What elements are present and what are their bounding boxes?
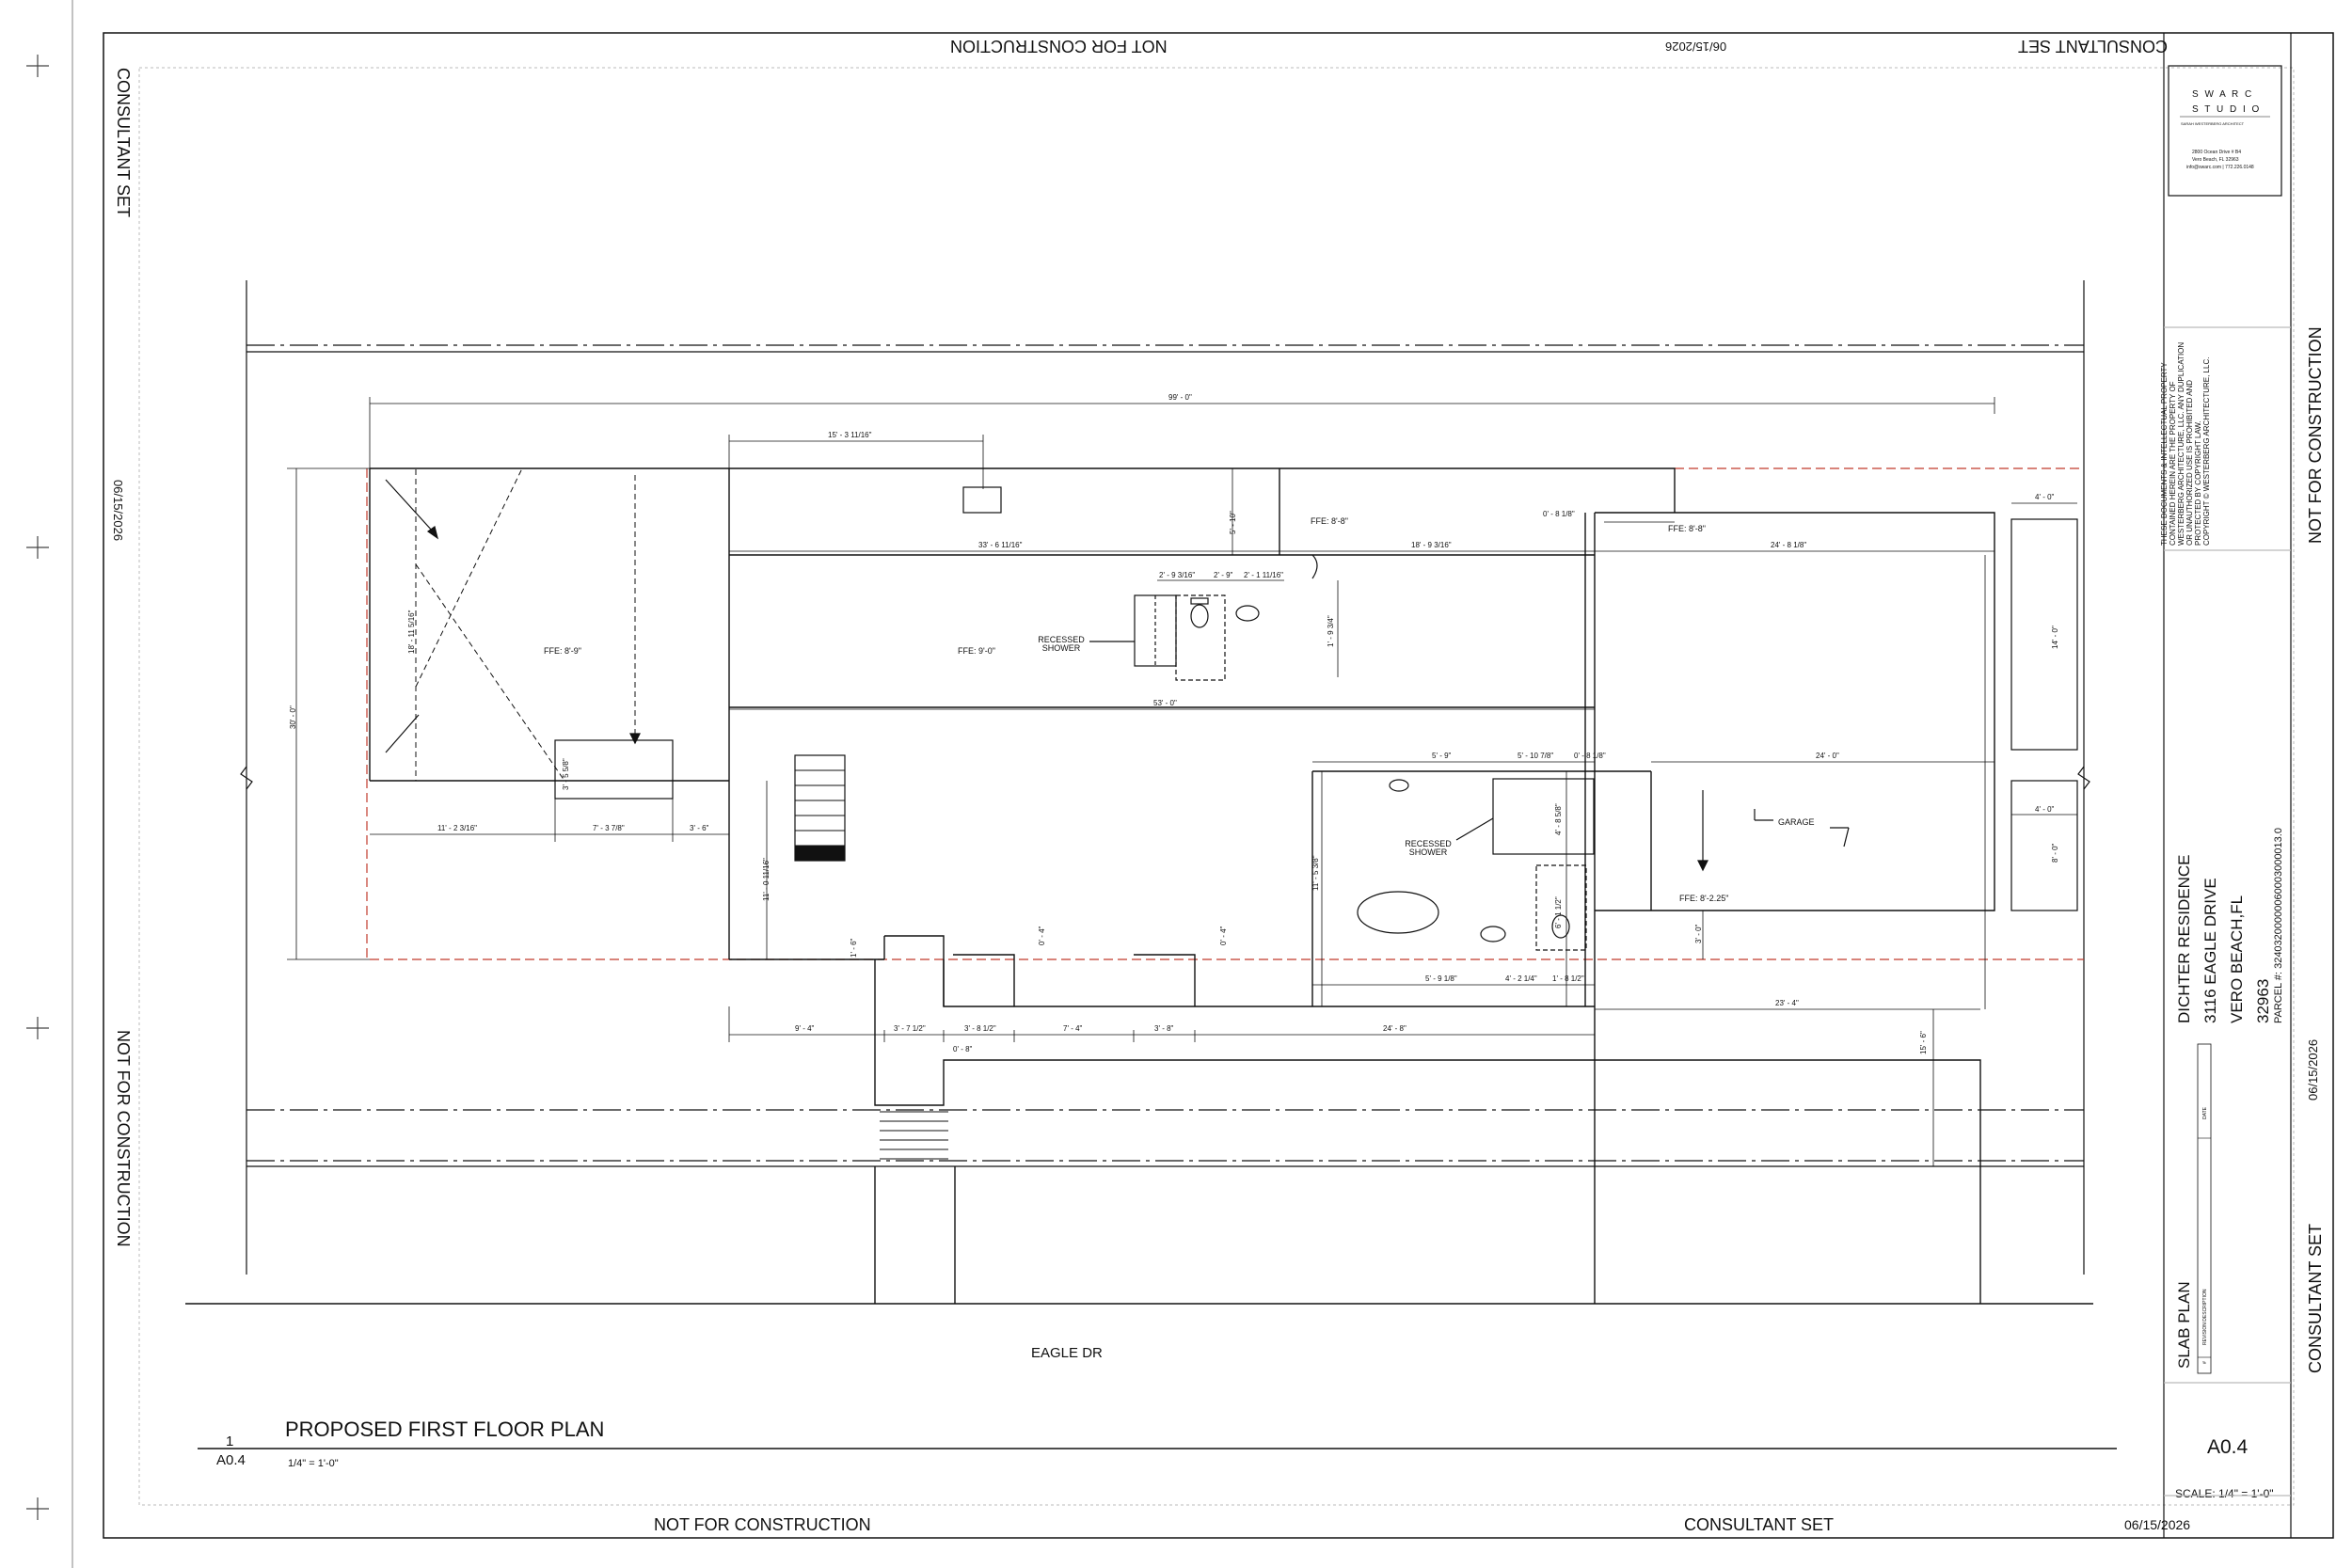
dim-4-0-top: 4' - 0" xyxy=(2035,493,2055,501)
toilet xyxy=(1190,604,1209,628)
lavatory-3 xyxy=(1389,779,1409,792)
studio-line1: S W A R C xyxy=(2192,89,2254,100)
dim-33-6: 33' - 6 11/16" xyxy=(978,541,1023,549)
bathtub xyxy=(1357,891,1439,934)
dim-18-9: 18' - 9 3/16" xyxy=(1411,541,1452,549)
dim-overall-length: 99' - 0" xyxy=(1168,393,1192,402)
slab-recess xyxy=(554,739,674,800)
view-sheet: A0.4 xyxy=(216,1452,246,1468)
wc-zone xyxy=(1535,864,1587,951)
dim-5-9-1: 5' - 9 1/8" xyxy=(1425,974,1457,983)
ffe-label-a: FFE: 8'-8" xyxy=(1311,516,1348,526)
dim-24-0: 24' - 0" xyxy=(1816,752,1839,760)
studio-address1: 2800 Ocean Drive # B4 xyxy=(2192,150,2241,155)
dim-1-8: 1' - 8 1/2" xyxy=(1552,974,1584,983)
garage-label: GARAGE xyxy=(1778,817,1815,827)
dim-top-segment: 15' - 3 11/16" xyxy=(828,431,872,439)
inner-border xyxy=(138,67,2295,1506)
lavatory xyxy=(1235,605,1260,622)
entry-steps xyxy=(880,1111,948,1160)
floor-drain-box xyxy=(962,486,1002,514)
studio-address2: Vero Beach, FL 32963 xyxy=(2192,157,2239,163)
ffe-label-b: FFE: 8'-8" xyxy=(1668,524,1706,533)
revision-table xyxy=(2197,1043,2212,1374)
studio-line2: S T U D I O xyxy=(2192,104,2262,115)
sheet-border xyxy=(103,32,2334,1539)
house-outline xyxy=(369,467,1995,1304)
setback-lines xyxy=(246,344,2084,1167)
dim-11-2: 11' - 2 3/16" xyxy=(437,824,478,832)
sheet-number: A0.4 xyxy=(2207,1436,2249,1458)
studio-tagline: SARAH WESTERBERG ARCHITECT xyxy=(2181,121,2245,126)
dim-4-0-mid: 4' - 0" xyxy=(2035,805,2055,814)
recessed-shower-box-2 xyxy=(1492,778,1595,855)
lot-line-red xyxy=(366,467,2084,960)
dim-2-9: 2' - 9" xyxy=(1214,571,1233,579)
dim-24-8-bottom: 24' - 8" xyxy=(1383,1024,1406,1033)
dim-0-8-mid: 0' - 8 1/8" xyxy=(1574,752,1606,760)
dim-5-10-7: 5' - 10 7/8" xyxy=(1518,752,1554,760)
bath-zone xyxy=(1175,594,1226,681)
dim-3-7: 3' - 7 1/2" xyxy=(894,1024,926,1033)
dim-7-4: 7' - 4" xyxy=(1063,1024,1083,1033)
lavatory-2 xyxy=(1480,926,1506,942)
dimension-lines xyxy=(287,397,2077,1166)
ffe-label-left: FFE: 8'-9" xyxy=(544,646,581,656)
dim-0-8-bottom: 0' - 8" xyxy=(953,1045,973,1053)
recessed-shower-label-2: RECESSED SHOWER xyxy=(1405,839,1452,857)
dim-23-4: 23' - 4" xyxy=(1775,999,1799,1007)
dim-7-3: 7' - 3 7/8" xyxy=(593,824,625,832)
dim-24-8: 24' - 8 1/8" xyxy=(1771,541,1807,549)
recessed-shower-label-1: RECESSED SHOWER xyxy=(1038,635,1085,653)
side-structure-1 xyxy=(2010,518,2078,751)
view-scale: 1/4" = 1'-0" xyxy=(288,1458,339,1469)
view-number: 1 xyxy=(226,1433,234,1449)
side-structure-2 xyxy=(2010,780,2078,911)
dim-3-8: 3' - 8" xyxy=(1154,1024,1174,1033)
dim-2-1: 2' - 1 11/16" xyxy=(1244,571,1284,579)
bottom-consultant-set: CONSULTANT SET xyxy=(1684,1515,1835,1534)
studio-logo-box xyxy=(2168,65,2282,197)
dim-3-8-1: 3' - 8 1/2" xyxy=(964,1024,996,1033)
dim-3-6: 3' - 6" xyxy=(690,824,709,832)
ffe-label-mid: FFE: 9'-0" xyxy=(958,646,995,656)
dim-9-4: 9' - 4" xyxy=(795,1024,815,1033)
dim-4-2: 4' - 2 1/4" xyxy=(1505,974,1537,983)
studio-contact: info@swarc.com | 772.226.0148 xyxy=(2186,165,2254,170)
sheet-scale: SCALE: 1/4" = 1'-0" xyxy=(2175,1487,2274,1500)
registration-marks xyxy=(26,55,49,1520)
slope-lines xyxy=(370,467,636,782)
break-symbol-right xyxy=(2077,766,2090,790)
dim-53-0: 53' - 0" xyxy=(1153,699,1177,707)
dim-2-9-3: 2' - 9 3/16" xyxy=(1159,571,1196,579)
dim-5-9: 5' - 9" xyxy=(1432,752,1452,760)
dim-0-8-top: 0' - 8 1/8" xyxy=(1543,510,1575,518)
break-symbol-left xyxy=(240,766,253,790)
bottom-not-for-construction: NOT FOR CONSTRUCTION xyxy=(654,1515,871,1534)
bottom-date: 06/15/2026 xyxy=(2124,1517,2191,1532)
interior-stair xyxy=(794,754,846,862)
view-title: PROPOSED FIRST FLOOR PLAN xyxy=(285,1418,605,1441)
ffe-label-garage: FFE: 8'-2.25" xyxy=(1679,894,1729,903)
street-label: EAGLE DR xyxy=(1031,1345,1103,1361)
